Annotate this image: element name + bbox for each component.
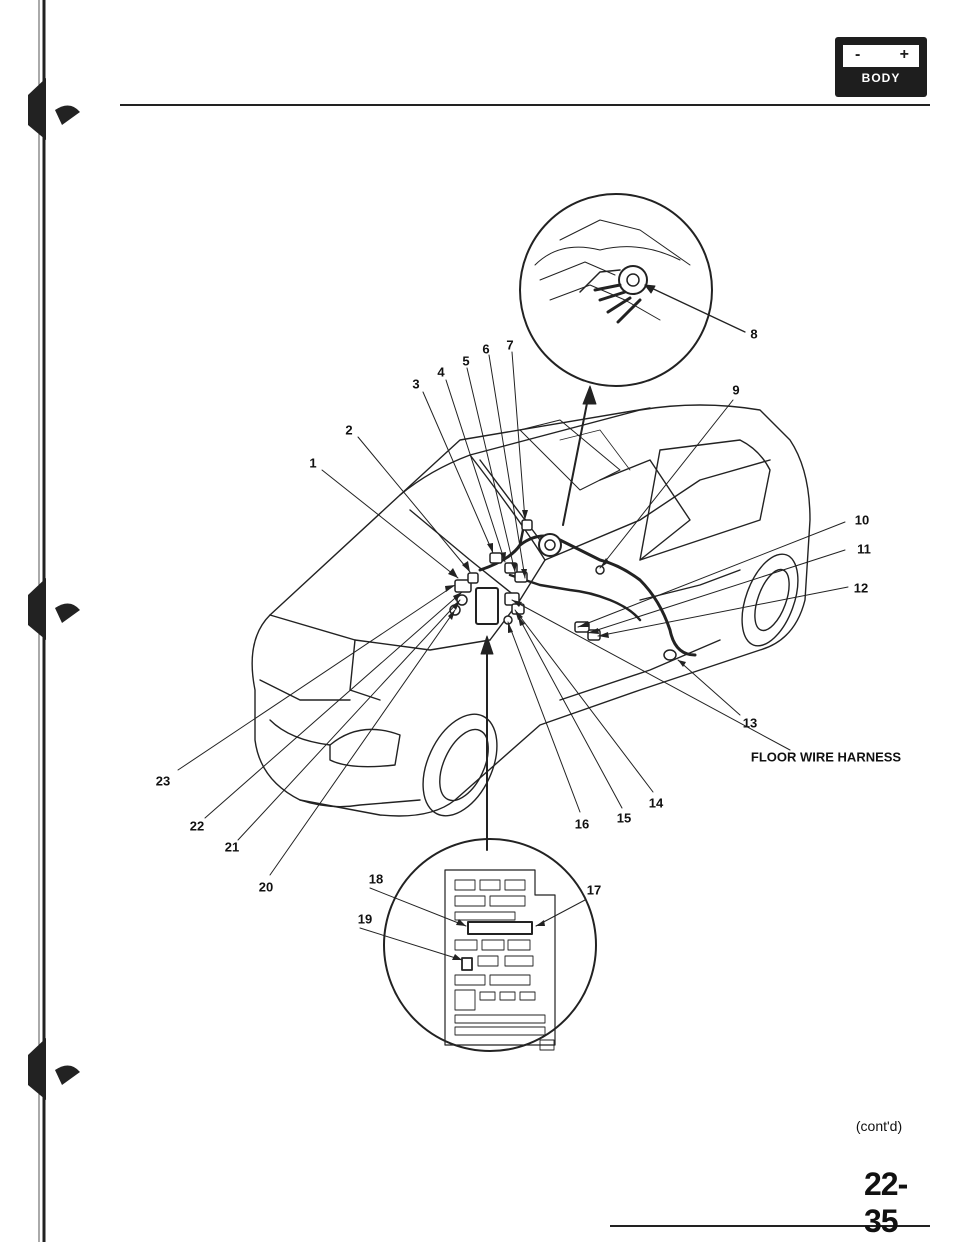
callout-2: 2	[345, 422, 353, 438]
callout-15: 15	[616, 810, 632, 826]
callout-19: 19	[357, 911, 373, 927]
callout-17: 17	[586, 882, 602, 898]
callout-6: 6	[482, 341, 490, 357]
callout-7: 7	[506, 337, 514, 353]
callout-18: 18	[368, 871, 384, 887]
callout-8: 8	[750, 326, 758, 342]
floor-wire-harness-label: FLOOR WIRE HARNESS	[750, 749, 902, 765]
tab-marker	[28, 78, 46, 140]
callout-16: 16	[574, 816, 590, 832]
callout-10: 10	[854, 512, 870, 528]
callout-22: 22	[189, 818, 205, 834]
connectors	[449, 519, 677, 661]
detail-circle-top	[519, 193, 746, 387]
page-number: 22-35	[864, 1166, 908, 1239]
detail-circle-bottom	[359, 838, 597, 1052]
battery-minus-sign: -	[855, 46, 861, 63]
callout-12: 12	[853, 580, 869, 596]
car-body	[251, 404, 811, 817]
body-section-badge: - + BODY	[835, 37, 927, 97]
battery-plus-sign: +	[899, 46, 909, 63]
callout-3: 3	[412, 376, 420, 392]
battery-icon: - + BODY	[843, 45, 919, 89]
callout-13: 13	[742, 715, 758, 731]
callout-9: 9	[732, 382, 740, 398]
callout-23: 23	[155, 773, 171, 789]
callout-20: 20	[258, 879, 274, 895]
leader-lines	[177, 351, 849, 876]
callout-11: 11	[857, 541, 871, 557]
callout-4: 4	[437, 364, 445, 380]
continued-note: (cont'd)	[855, 1118, 903, 1134]
callout-5: 5	[462, 353, 470, 369]
badge-label: BODY	[843, 67, 919, 89]
callout-1: 1	[309, 455, 317, 471]
callout-21: 21	[224, 839, 240, 855]
callout-14: 14	[648, 795, 664, 811]
